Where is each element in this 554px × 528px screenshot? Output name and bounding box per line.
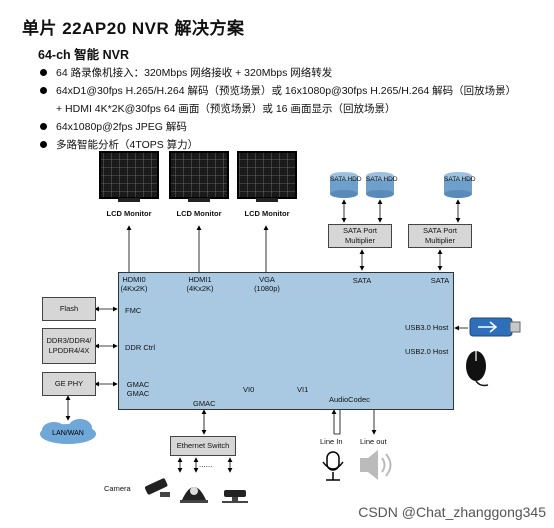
feature-item: 64 路录像机接入：320Mbps 网络接收 + 320Mbps 网络转发 xyxy=(38,64,550,82)
vga-label: VGA (1080p) xyxy=(254,275,280,293)
flash-box: Flash xyxy=(42,297,96,321)
ddr-box: DDR3/DDR4/ LPDDR4/4X xyxy=(42,328,96,364)
hdd-label: SATA HDD xyxy=(444,176,476,183)
fmc-label: FMC xyxy=(125,306,142,315)
port-multiplier-box: SATA Port Multiplier xyxy=(328,224,392,248)
hdd-icon xyxy=(366,172,394,198)
line-in-label: Line In xyxy=(320,437,343,446)
bullet-icon xyxy=(40,69,47,76)
hdmi1-label: HDMI1 (4Kx2K) xyxy=(186,275,214,293)
watermark: CSDN @Chat_zhanggong345 xyxy=(358,504,546,520)
camera-icon xyxy=(144,478,170,497)
usb-stick-icon xyxy=(469,317,521,337)
line-out-label: Line out xyxy=(360,437,387,446)
camera-label: Camera xyxy=(104,484,131,493)
usb3-label: USB3.0 Host xyxy=(405,323,449,332)
cloud-icon xyxy=(40,419,96,444)
monitor-label: LCD Monitor xyxy=(244,209,290,218)
vi1-label: VI1 xyxy=(297,385,309,394)
ethernet-switch-box: Ethernet Switch xyxy=(170,436,236,456)
ddr-ctrl-label: DDR Ctrl xyxy=(125,343,155,352)
microphone-icon xyxy=(322,451,344,481)
speaker-icon xyxy=(360,450,392,480)
monitor-icon xyxy=(169,151,229,202)
soc-block: HDMI0 (4Kx2K) HDMI1 (4Kx2K) VGA (1080p) … xyxy=(118,272,454,410)
page-title: 单片 22AP20 NVR 解决方案 xyxy=(22,19,245,38)
hdd-icon xyxy=(444,172,472,198)
monitor-label: LCD Monitor xyxy=(176,209,222,218)
usb2-label: USB2.0 Host xyxy=(405,347,449,356)
monitor-label: LCD Monitor xyxy=(106,209,152,218)
dots-label: ...... xyxy=(199,460,213,469)
hdd-icon xyxy=(330,172,358,198)
feature-item: 64xD1@30fps H.265/H.264 解码（预览场景）或 16x108… xyxy=(38,82,550,100)
lan-label: LAN/WAN xyxy=(52,430,84,437)
sata-label: SATA xyxy=(430,276,450,285)
dome-camera-icon xyxy=(180,487,208,503)
gmac-bottom-label: GMAC xyxy=(193,399,216,408)
hdd-label: SATA HDD xyxy=(330,176,362,183)
monitor-icon xyxy=(99,151,159,202)
mouse-icon xyxy=(466,351,489,387)
monitor-icon xyxy=(237,151,297,202)
hdd-label: SATA HDD xyxy=(366,176,398,183)
bullet-icon xyxy=(40,87,47,94)
sata-label: SATA xyxy=(352,276,372,285)
feature-item: 多路智能分析（4TOPS 算力） xyxy=(38,136,550,154)
bullet-icon xyxy=(40,141,47,148)
port-multiplier-box: SATA Port Multiplier xyxy=(408,224,472,248)
ge-phy-box: GE PHY xyxy=(42,372,96,396)
audio-codec-label: AudioCodec xyxy=(329,395,370,404)
feature-item: 64x1080p@2fps JPEG 解码 xyxy=(38,118,550,136)
vi0-label: VI0 xyxy=(243,385,255,394)
page-subtitle: 64-ch 智能 NVR xyxy=(38,48,129,62)
gmac-label: GMAC GMAC xyxy=(126,380,150,398)
bullet-icon xyxy=(40,123,47,130)
feature-item-continuation: + HDMI 4K*2K@30fps 64 画面（预览场景）或 16 画面显示（… xyxy=(56,103,396,115)
hdmi0-label: HDMI0 (4Kx2K) xyxy=(120,275,148,293)
camera-icon xyxy=(222,490,248,503)
feature-list: 64 路录像机接入：320Mbps 网络接收 + 320Mbps 网络转发 64… xyxy=(38,64,550,154)
